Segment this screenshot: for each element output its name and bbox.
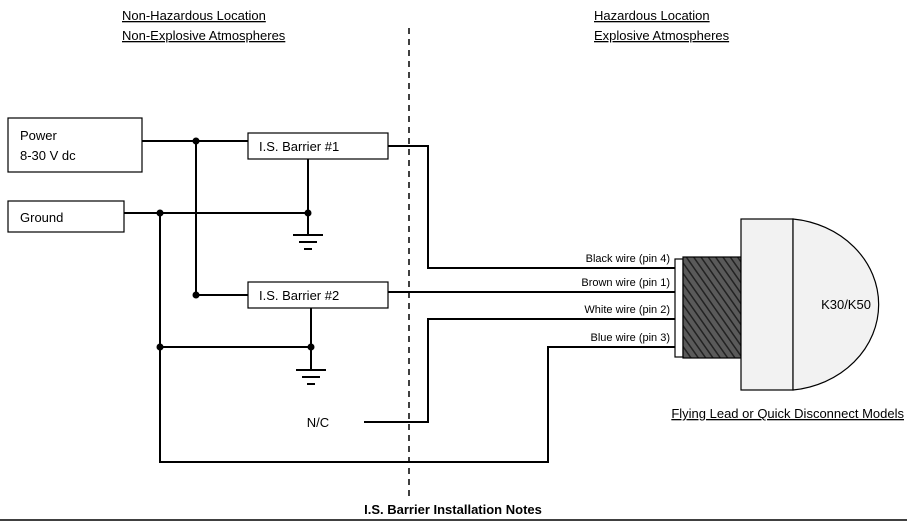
junction-dot [156, 343, 164, 351]
barrier-1-label: I.S. Barrier #1 [259, 139, 339, 154]
black-wire [388, 145, 675, 269]
junction-dot [304, 209, 312, 217]
non-hazardous-title: Non-Hazardous Location [122, 8, 266, 23]
sensor-thread [682, 256, 742, 359]
junction-dot [192, 137, 200, 145]
white-wire-label: White wire (pin 2) [584, 304, 670, 316]
power-supply-box [7, 117, 143, 173]
power-voltage-label: 8-30 V dc [20, 148, 76, 163]
ground-symbol-icon [293, 234, 323, 250]
hazardous-subtitle: Explosive Atmospheres [594, 28, 730, 43]
brown-wire-label: Brown wire (pin 1) [581, 277, 670, 289]
junction-dot [156, 209, 164, 217]
device-label: K30/K50 [821, 297, 871, 312]
blue-wire-label: Blue wire (pin 3) [591, 332, 670, 344]
k30-k50-sensor [674, 218, 880, 391]
power-branch-wire [195, 141, 248, 296]
junction-dot [307, 343, 315, 351]
nc-label: N/C [307, 415, 329, 430]
junction-dot [192, 291, 200, 299]
barrier-1-box [247, 132, 389, 160]
sensor-body [740, 218, 794, 391]
sensor-dome [792, 218, 880, 391]
ground-box [7, 200, 125, 233]
ground-return-wire [159, 213, 675, 463]
ground-symbol-icon [296, 369, 326, 385]
footer-title: I.S. Barrier Installation Notes [364, 502, 542, 517]
device-caption: Flying Lead or Quick Disconnect Models [671, 406, 904, 421]
hazardous-title: Hazardous Location [594, 8, 710, 23]
barrier-2-label: I.S. Barrier #2 [259, 288, 339, 303]
non-hazardous-subtitle: Non-Explosive Atmospheres [122, 28, 286, 43]
white-wire [364, 318, 675, 423]
sensor-thread [674, 258, 684, 358]
ground-label: Ground [20, 210, 63, 225]
power-label: Power [20, 128, 58, 143]
black-wire-label: Black wire (pin 4) [586, 253, 670, 265]
